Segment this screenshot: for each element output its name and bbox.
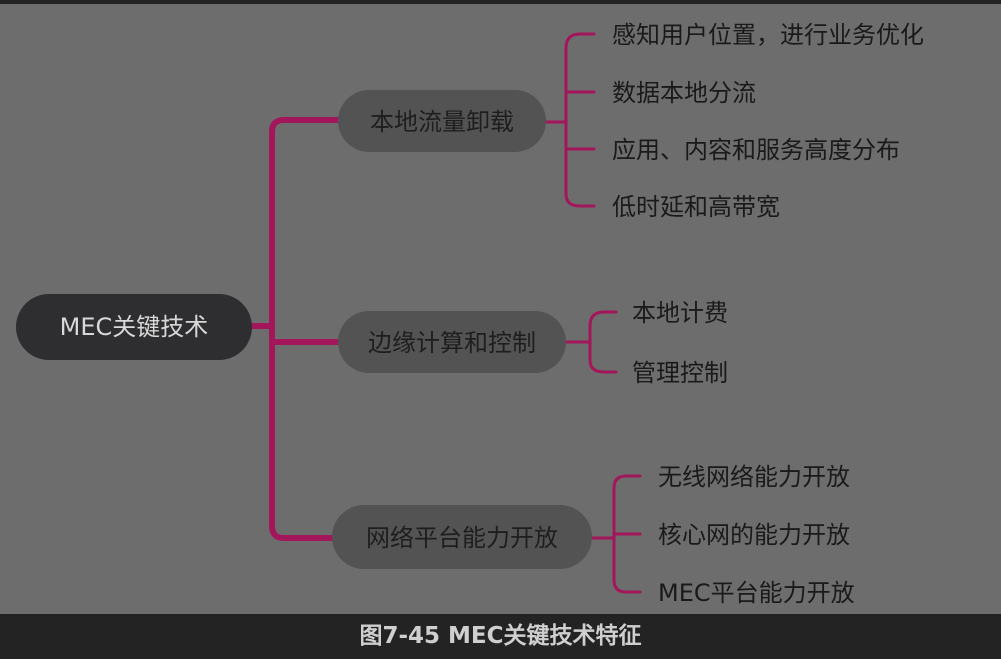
leaf-item: 数据本地分流: [612, 79, 756, 107]
trunk-vertical: [269, 117, 343, 541]
leaf-item: 应用、内容和服务高度分布: [612, 136, 900, 164]
branch-node-local-offload: 本地流量卸载: [338, 90, 546, 152]
mindmap-figure: MEC关键技术 本地流量卸载 边缘计算和控制 网络平台能力开放 感知用户位置，进…: [0, 4, 1001, 614]
leaf-item: 低时延和高带宽: [612, 193, 780, 221]
branch-node-edge-compute: 边缘计算和控制: [338, 311, 566, 373]
leaf-item: 感知用户位置，进行业务优化: [612, 21, 924, 49]
branch2-connectors: [564, 310, 618, 374]
figure-caption: 图7-45 MEC关键技术特征: [0, 614, 1001, 659]
root-label: MEC关键技术: [60, 313, 209, 341]
branch-label: 网络平台能力开放: [366, 524, 558, 552]
leaf-item: 核心网的能力开放: [658, 521, 850, 549]
leaf-item: MEC平台能力开放: [658, 579, 855, 607]
mindmap-diagram: MEC关键技术 本地流量卸载 边缘计算和控制 网络平台能力开放 感知用户位置，进…: [16, 21, 924, 607]
branch-label: 边缘计算和控制: [368, 329, 536, 357]
branch-label: 本地流量卸载: [370, 108, 514, 136]
leaf-item: 管理控制: [632, 359, 728, 387]
root-node: MEC关键技术: [16, 294, 252, 360]
branch-node-platform-open: 网络平台能力开放: [332, 505, 592, 569]
branch1-connectors: [544, 32, 596, 208]
leaf-item: 无线网络能力开放: [658, 463, 850, 491]
branch3-connectors: [590, 474, 642, 594]
leaf-item: 本地计费: [632, 299, 728, 327]
root-connectors: [249, 117, 343, 541]
